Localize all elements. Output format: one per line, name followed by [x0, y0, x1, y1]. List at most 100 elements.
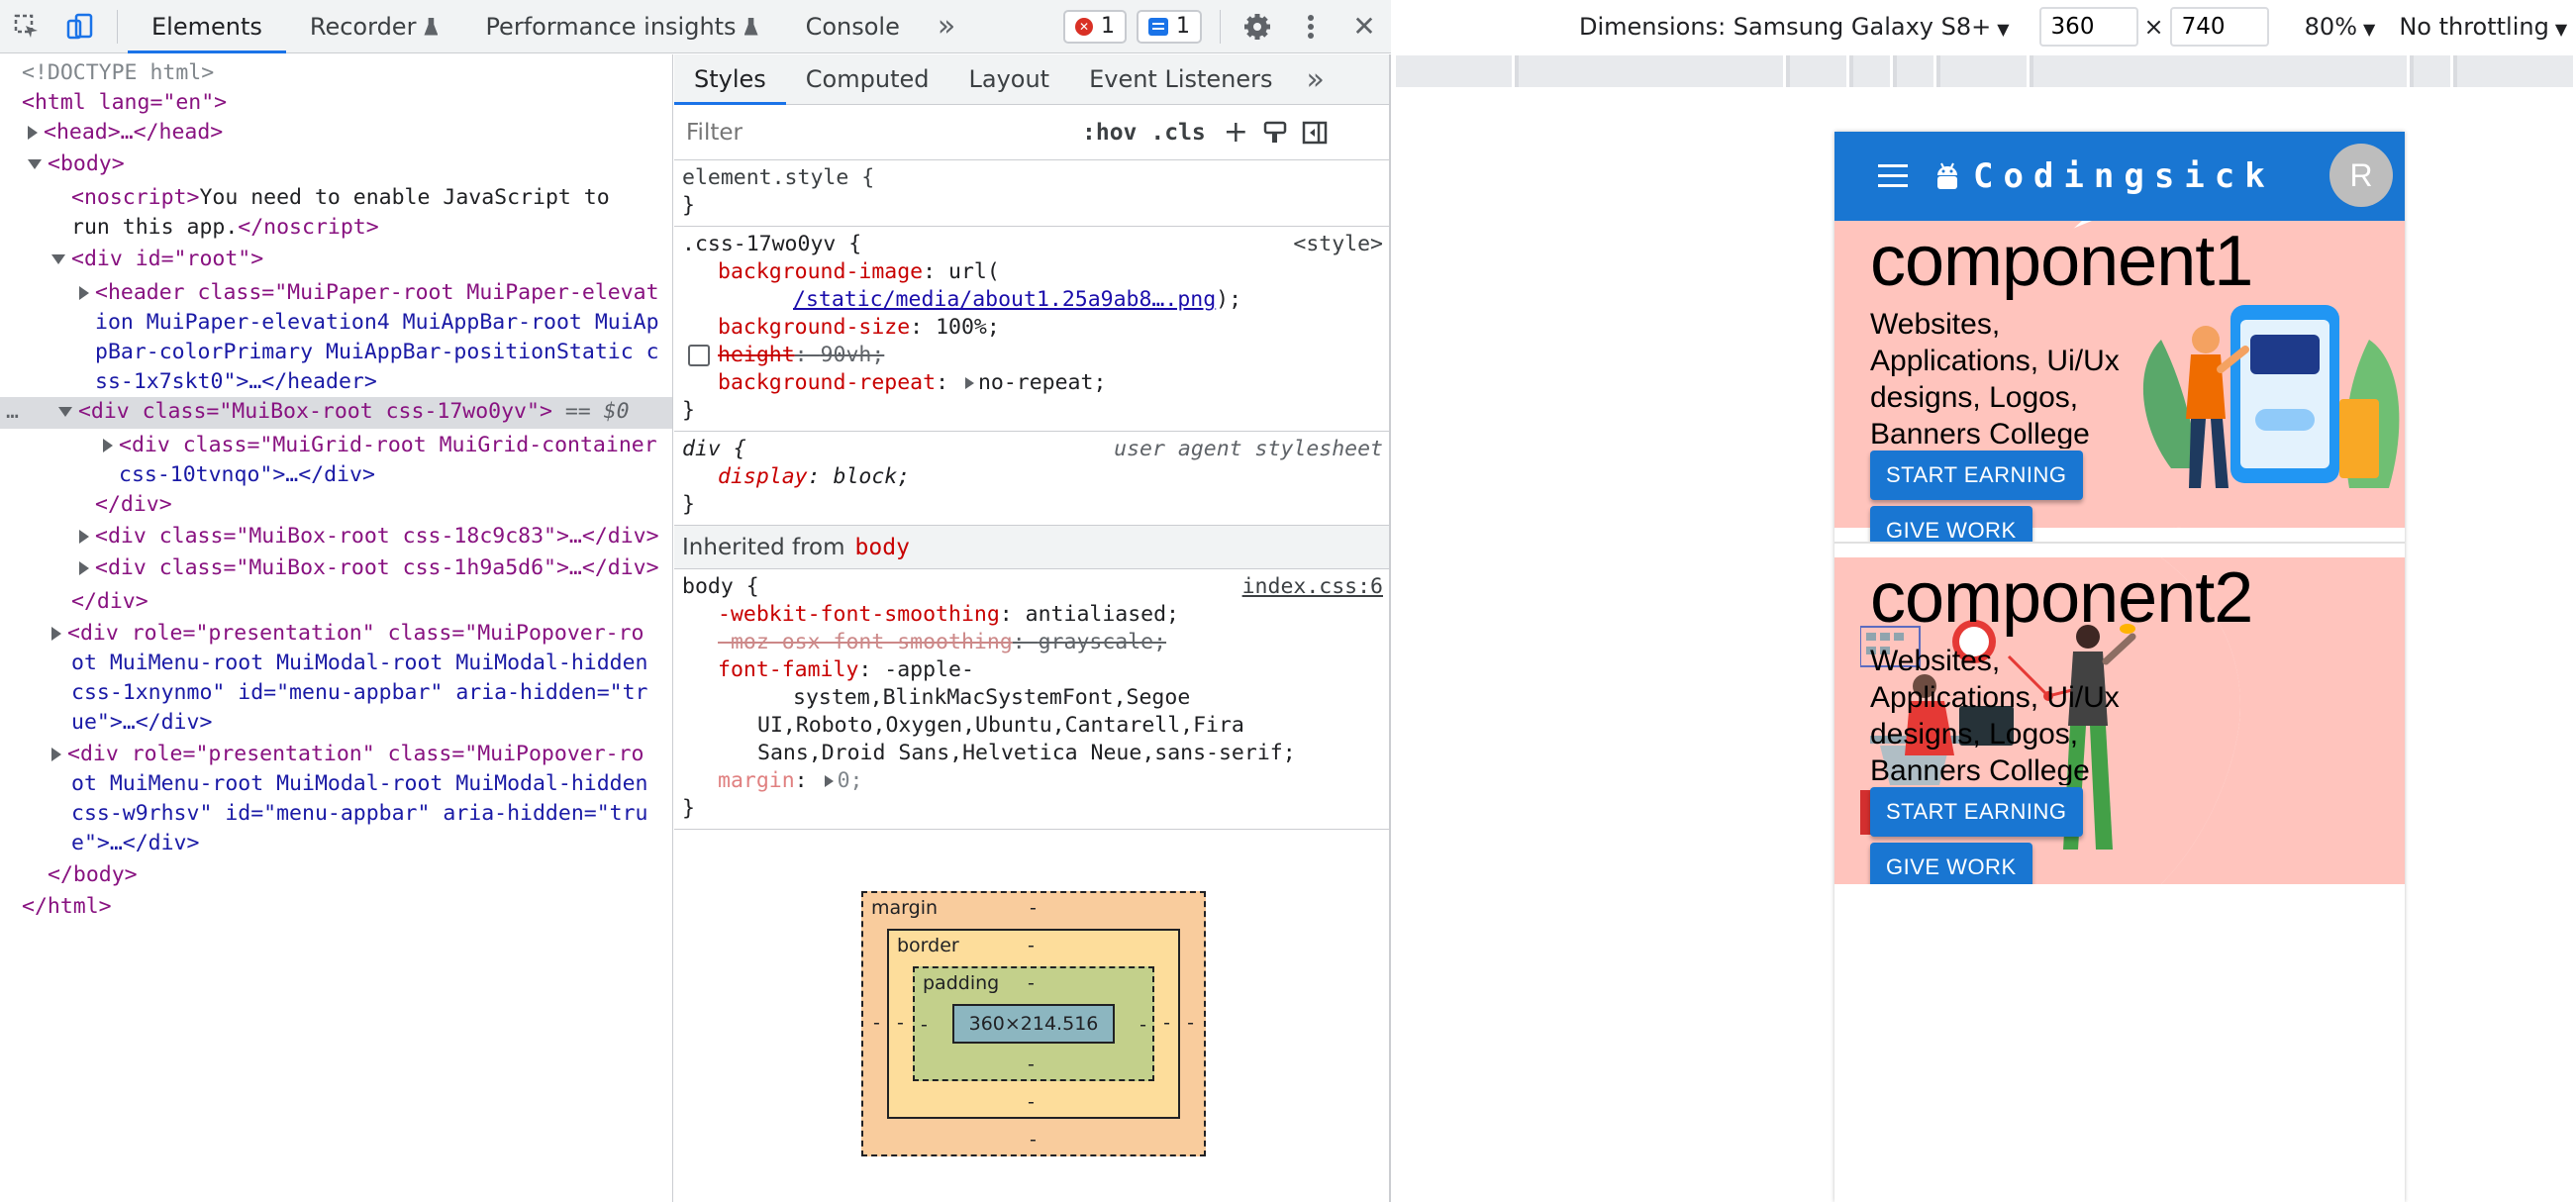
tree-node[interactable]: <header class="MuiPaper-root MuiPaper-el…	[0, 278, 672, 308]
expand-icon[interactable]	[79, 530, 89, 544]
margin-bottom-value[interactable]: -	[1030, 1129, 1037, 1151]
new-rule-icon[interactable]: +	[1223, 115, 1248, 150]
declaration-checkbox[interactable]	[688, 345, 710, 366]
tree-node-selected[interactable]: …<div class="MuiBox-root css-17wo0yv"> =…	[0, 397, 672, 429]
padding-right-value[interactable]: -	[1139, 1014, 1146, 1036]
expand-icon[interactable]	[79, 286, 89, 300]
border-top-value[interactable]: -	[1028, 935, 1035, 956]
border-left-value[interactable]: -	[897, 1012, 904, 1034]
throttling-select[interactable]: No throttling▼	[2399, 13, 2567, 41]
expand-icon[interactable]	[51, 627, 61, 641]
viewport-height-input[interactable]	[2169, 7, 2269, 47]
css-declaration-overridden[interactable]: -moz-osx-font-smoothing: grayscale;	[718, 630, 1167, 654]
tab-computed[interactable]: Computed	[786, 54, 949, 105]
give-work-button[interactable]: GIVE WORK	[1870, 506, 2032, 542]
start-earning-button[interactable]: START EARNING	[1870, 451, 2083, 500]
media-query-segment[interactable]	[1853, 55, 1893, 87]
media-query-bar[interactable]	[1396, 55, 2576, 87]
tab-recorder[interactable]: Recorder	[286, 0, 462, 53]
expand-icon[interactable]	[79, 561, 89, 575]
expand-icon[interactable]	[964, 377, 974, 389]
filter-input[interactable]	[682, 112, 1068, 152]
padding-top-value[interactable]: -	[1028, 972, 1035, 994]
error-count-badge[interactable]: ✕1	[1063, 9, 1127, 44]
more-options-icon[interactable]	[1284, 0, 1338, 53]
tree-node[interactable]: <div role="presentation" class="MuiPopov…	[0, 619, 672, 649]
border-right-value[interactable]: -	[1163, 1012, 1170, 1034]
media-query-segment[interactable]	[2414, 55, 2453, 87]
tree-node[interactable]: <div role="presentation" class="MuiPopov…	[0, 740, 672, 769]
media-query-segment[interactable]	[1940, 55, 2030, 87]
tree-node[interactable]: </body>	[0, 860, 672, 890]
tree-node[interactable]: <div class="MuiBox-root css-18c9c83">…</…	[0, 522, 672, 551]
css-declaration[interactable]: margin: 0;	[718, 768, 863, 793]
tree-node[interactable]: <div id="root">	[0, 245, 672, 274]
tree-node[interactable]: run this app.</noscript>	[0, 213, 672, 243]
avatar[interactable]: R	[2329, 144, 2393, 207]
tree-node[interactable]: <head>…</head>	[0, 118, 672, 148]
collapse-icon[interactable]	[28, 159, 42, 169]
inspect-element-icon[interactable]	[0, 0, 53, 53]
more-dots-icon[interactable]: …	[6, 399, 19, 424]
padding-bottom-value[interactable]: -	[1028, 1053, 1035, 1075]
margin-right-value[interactable]: -	[1187, 1012, 1194, 1034]
tree-node[interactable]: <!DOCTYPE html>	[0, 58, 672, 88]
css-declaration[interactable]: -webkit-font-smoothing: antialiased;	[718, 602, 1180, 627]
tree-node[interactable]: <html lang="en">	[0, 88, 672, 118]
media-query-segment[interactable]	[1396, 55, 1515, 87]
gear-icon[interactable]	[1231, 0, 1284, 53]
more-tabs-icon[interactable]: »	[1306, 61, 1325, 97]
tree-node[interactable]: </div>	[0, 587, 672, 617]
tab-elements[interactable]: Elements	[128, 0, 286, 53]
rule-source[interactable]: <style>	[1293, 232, 1383, 256]
brand-name[interactable]: Codingsick	[1973, 156, 2275, 196]
message-count-badge[interactable]: 1	[1137, 9, 1202, 44]
tab-event-listeners[interactable]: Event Listeners	[1069, 54, 1292, 105]
give-work-button[interactable]: GIVE WORK	[1870, 843, 2032, 884]
tree-node[interactable]: <noscript>You need to enable JavaScript …	[0, 183, 672, 213]
expand-icon[interactable]	[51, 748, 61, 761]
more-tabs-icon[interactable]: »	[937, 9, 956, 44]
expand-icon[interactable]	[103, 439, 113, 452]
media-query-segment[interactable]	[1519, 55, 1786, 87]
tree-node[interactable]: <div class="MuiGrid-root MuiGrid-contain…	[0, 431, 672, 460]
margin-left-value[interactable]: -	[873, 1012, 880, 1034]
tab-performance-insights[interactable]: Performance insights	[461, 0, 781, 53]
expand-icon[interactable]	[28, 126, 38, 140]
collapse-icon[interactable]	[57, 407, 72, 417]
border-bottom-value[interactable]: -	[1028, 1091, 1035, 1113]
box-model-content[interactable]: 360×214.516	[952, 1004, 1115, 1044]
device-toolbar-icon[interactable]	[53, 0, 107, 53]
css-declaration-disabled[interactable]: height: 90vh;	[682, 342, 1381, 369]
hover-state-button[interactable]: :hov	[1082, 119, 1138, 146]
expand-icon[interactable]	[824, 775, 834, 787]
image-url-link[interactable]: /static/media/about1.25a9ab8….png	[793, 287, 1217, 312]
padding-left-value[interactable]: -	[921, 1014, 928, 1036]
tree-node[interactable]: </html>	[0, 892, 672, 922]
css-17wo0yv-rule[interactable]: <style> .css-17wo0yv { background-image:…	[674, 227, 1389, 432]
body-rule[interactable]: index.css:6 body { -webkit-font-smoothin…	[674, 569, 1389, 830]
css-declaration[interactable]: background-size: 100%;	[718, 315, 1000, 340]
class-toggle-button[interactable]: .cls	[1150, 119, 1206, 146]
element-style-rule[interactable]: element.style { }	[674, 160, 1389, 227]
css-declaration[interactable]: background-image: url(	[718, 259, 1000, 284]
media-query-segment[interactable]	[1790, 55, 1849, 87]
paint-brush-icon[interactable]	[1262, 120, 1288, 146]
media-query-segment[interactable]	[2033, 55, 2410, 87]
collapse-icon[interactable]	[51, 254, 65, 264]
media-query-segment[interactable]	[1897, 55, 1936, 87]
div-ua-rule[interactable]: user agent stylesheet div { display: blo…	[674, 432, 1389, 526]
device-dimensions-select[interactable]: Dimensions: Samsung Galaxy S8+▼	[1579, 13, 2010, 41]
margin-top-value[interactable]: -	[1030, 897, 1037, 919]
viewport-width-input[interactable]	[2038, 7, 2138, 47]
hamburger-menu-icon[interactable]	[1878, 164, 1908, 188]
media-query-segment[interactable]	[2457, 55, 2576, 87]
start-earning-button[interactable]: START EARNING	[1870, 787, 2083, 837]
css-declaration[interactable]: font-family: -apple-	[718, 657, 974, 682]
css-declaration[interactable]: display: block;	[718, 464, 911, 489]
sidebar-toggle-icon[interactable]	[1302, 120, 1328, 146]
rule-source[interactable]: index.css:6	[1241, 574, 1383, 599]
tab-layout[interactable]: Layout	[948, 54, 1069, 105]
tree-node[interactable]: <body>	[0, 150, 672, 179]
tab-console[interactable]: Console	[782, 0, 924, 53]
